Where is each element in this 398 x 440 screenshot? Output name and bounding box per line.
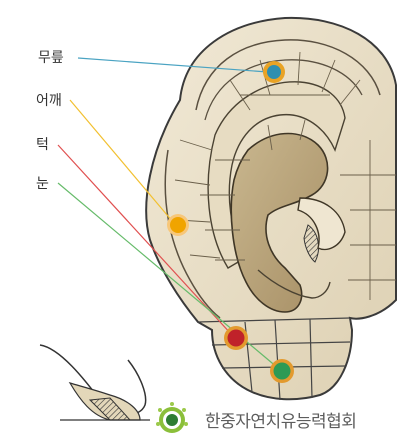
eye-point (270, 359, 294, 383)
shoulder-label: 어깨 (36, 93, 62, 109)
organization-logo (156, 402, 188, 433)
shoulder-point (167, 214, 189, 236)
organization-name: 한중자연치유능력협회 (205, 407, 356, 432)
jaw-label: 턱 (36, 137, 49, 153)
knee-label: 무릎 (38, 50, 64, 66)
jaw-point (224, 326, 248, 350)
side-view-ear (40, 345, 150, 420)
eye-label: 눈 (36, 176, 49, 192)
knee-point (263, 61, 285, 83)
